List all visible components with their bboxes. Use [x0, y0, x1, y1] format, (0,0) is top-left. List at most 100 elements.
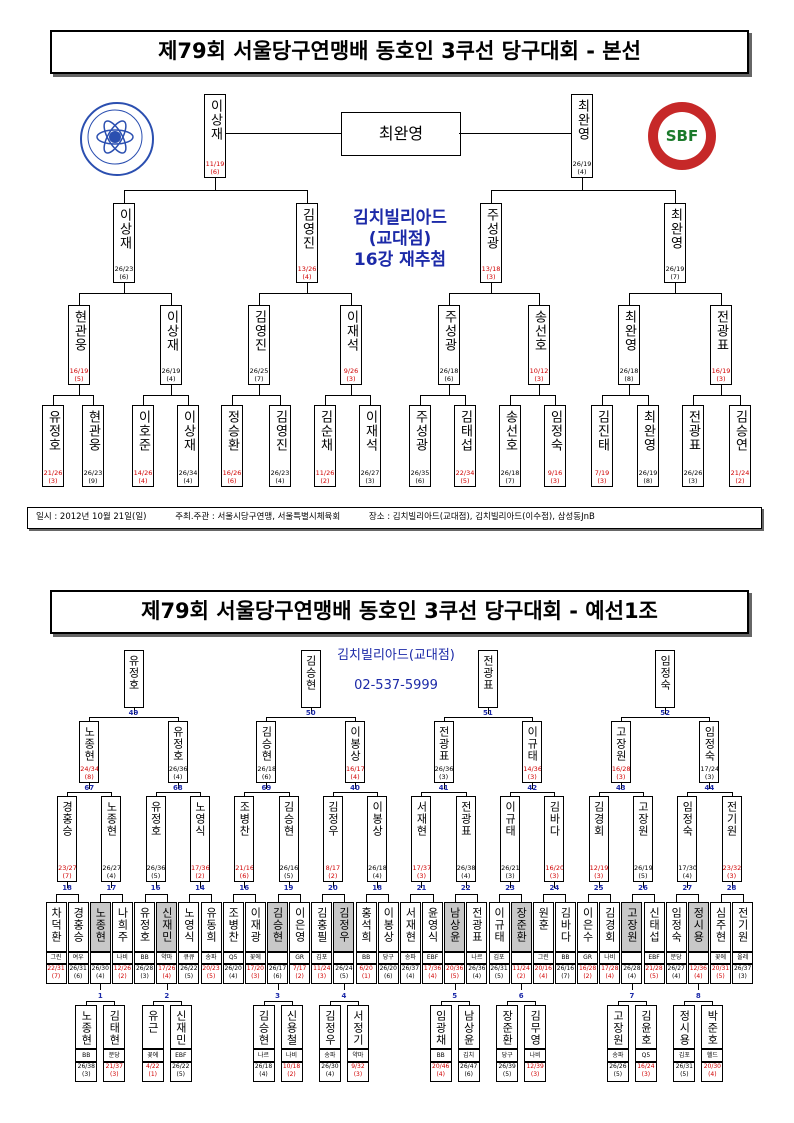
player-box: 김윤호	[634, 1005, 657, 1049]
match-number: 67	[84, 784, 95, 792]
player-name: 전광표	[459, 801, 473, 837]
player-score: 26/18(6)	[257, 765, 275, 781]
bracket-line	[155, 792, 201, 793]
bracket-line	[67, 792, 113, 793]
club-cell: 송파	[318, 1049, 341, 1062]
player-box: 조병찬	[222, 902, 244, 952]
seed-value: (3)	[251, 973, 260, 980]
score-cell: 9/32(3)	[346, 1062, 369, 1082]
player-name: 이은영	[293, 907, 307, 943]
player-name: 남상윤	[448, 907, 462, 943]
score-cell: 21/37(3)	[103, 1062, 126, 1082]
seed-value: (5)	[613, 1071, 623, 1078]
bracket-line	[676, 894, 678, 902]
bracket-line	[122, 894, 124, 902]
score-value: 26/22	[180, 965, 198, 972]
bracket-line	[443, 717, 445, 721]
bracket-line	[507, 1001, 509, 1005]
bracket-line	[539, 293, 540, 305]
bracket-line	[582, 178, 583, 190]
player-box: 전광표	[477, 650, 498, 708]
score-cell: 4/22(1)	[141, 1062, 164, 1082]
bracket-line	[325, 395, 371, 396]
player-box: 전기원	[732, 902, 754, 952]
score-cell: 26/37(3)	[732, 964, 754, 984]
seed-value: (6)	[444, 375, 454, 383]
score-value: 17/37	[412, 864, 432, 872]
seoul-sports-council-logo	[80, 102, 154, 176]
event-date: 일시 : 2012년 10월 21일(일)	[36, 512, 147, 522]
score-value: 23/27	[58, 864, 77, 872]
bracket-line	[355, 717, 357, 721]
player-name: 유정호	[127, 655, 141, 691]
player-score: 16/20(3)	[545, 864, 563, 880]
club-cell: GR	[289, 952, 311, 964]
match-number: 40	[350, 784, 360, 792]
player-name: 김경회	[603, 907, 617, 943]
player-box: 이봉상	[377, 902, 399, 952]
bracket-line	[357, 1001, 359, 1005]
player-box: 김정우	[318, 1005, 341, 1049]
player-name: 유정호	[171, 726, 185, 762]
seed-value: (4)	[671, 973, 681, 980]
player-name: 송선호	[502, 410, 518, 452]
seed-value: (2)	[583, 973, 592, 980]
player-box: 김승현	[252, 1005, 275, 1049]
seed-value: (3)	[353, 1071, 363, 1078]
player-score: 26/23(9)	[83, 469, 103, 485]
player-score: 26/16(5)	[280, 864, 298, 880]
seed-value: (4)	[302, 273, 312, 281]
club-cell: 당구	[496, 1049, 519, 1062]
bracket-line	[468, 1001, 470, 1005]
bracket-line	[629, 293, 630, 305]
club-cell: 나비	[599, 952, 621, 964]
club-cell: 김치	[457, 1049, 480, 1062]
player-name: 노영식	[182, 907, 196, 943]
bracket-line	[152, 1001, 154, 1005]
player-name: 이재석	[343, 310, 359, 352]
bracket-line	[93, 395, 94, 405]
score-value: 6/20	[359, 965, 373, 972]
seed-value: (5)	[716, 973, 725, 980]
club-cell: 나르	[252, 1049, 275, 1062]
score-cell: 11/24(2)	[510, 964, 532, 984]
seed-value: (1)	[361, 973, 371, 980]
score-value: 26/34	[178, 469, 198, 477]
player-name: 이규태	[525, 726, 539, 762]
club-cell: BB	[429, 1049, 452, 1062]
player-name: 김바다	[558, 907, 572, 943]
bracket-line	[454, 894, 456, 902]
score-value: 20/36	[446, 965, 464, 972]
bracket-line	[421, 882, 423, 888]
score-value: 26/31	[490, 965, 508, 972]
match-number: 22	[460, 884, 471, 892]
player-name: 서정기	[351, 1010, 365, 1046]
bracket-line	[100, 894, 124, 895]
player-name: 전광표	[437, 726, 451, 762]
bracket-line	[277, 894, 279, 902]
score-value: 13/18	[481, 265, 501, 273]
player-name: 이규태	[492, 907, 506, 943]
player-score: 17/24(3)	[700, 765, 718, 781]
player-box: 남상윤	[444, 902, 466, 952]
score-value: 26/37	[733, 965, 752, 972]
score-value: 21/16	[235, 864, 254, 872]
player-name: 노종현	[79, 1010, 93, 1046]
player-box: 이은영	[289, 902, 311, 952]
player-name: 김태현	[107, 1010, 121, 1046]
player-name: 유정호	[45, 410, 61, 452]
player-box: 서재현	[399, 902, 421, 952]
match-number: 49	[128, 709, 139, 717]
bracket-line	[449, 385, 450, 395]
seed-value: (5)	[176, 1071, 186, 1078]
score-value: 21/28	[645, 965, 663, 972]
bracket-line	[432, 894, 434, 902]
